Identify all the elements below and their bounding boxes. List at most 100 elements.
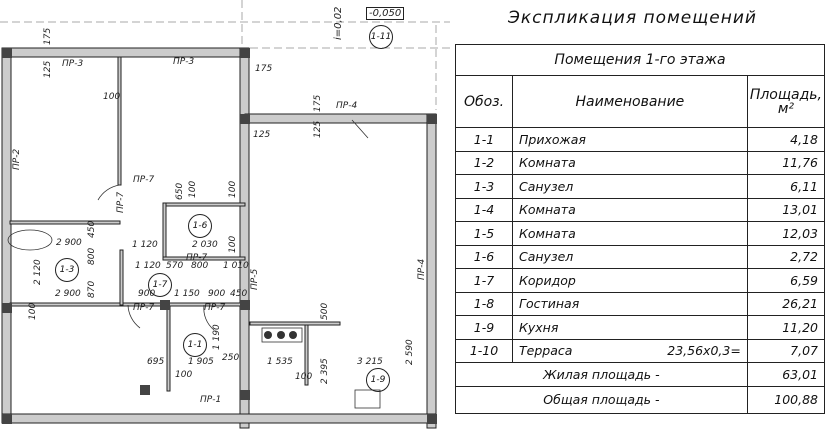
dimension: 2 030 xyxy=(192,240,218,250)
door-mark: ПР-4 xyxy=(417,258,427,280)
room-tag: 1-1 xyxy=(183,333,207,357)
dimension: 870 xyxy=(87,280,97,298)
living-area-value: 63,01 xyxy=(746,362,826,387)
room-code: 1-2 xyxy=(455,150,513,175)
room-name-cell: Санузел xyxy=(512,244,748,269)
door-mark: ПР-3 xyxy=(173,57,195,67)
door-mark: ПР-7 xyxy=(186,253,208,263)
dimension: 695 xyxy=(147,357,165,367)
table-section-title: Помещения 1-го этажа xyxy=(455,44,825,76)
room-code: 1-9 xyxy=(455,315,513,340)
door-mark: ПР-3 xyxy=(62,59,84,69)
room-tag: 1-9 xyxy=(366,368,390,392)
table-row: 1-4 Комната 13,01 xyxy=(455,197,826,222)
header-code: Обоз. xyxy=(455,75,513,128)
door-mark: ПР-7 xyxy=(204,303,226,313)
explication-heading: Экспликация помещений xyxy=(508,8,757,28)
room-name-cell: Коридор xyxy=(512,268,748,293)
room-name: Комната xyxy=(519,202,576,218)
dimension: 100 xyxy=(103,92,121,102)
door-mark: ПР-7 xyxy=(133,303,155,313)
dimension: 2 900 xyxy=(55,289,81,299)
dimension: 3 215 xyxy=(357,357,383,367)
dimension: 2 590 xyxy=(405,339,415,365)
header-area-unit: м² xyxy=(777,100,794,117)
dimension: 1 905 xyxy=(188,357,214,367)
room-name: Комната xyxy=(519,225,576,241)
floor-plan xyxy=(0,0,450,429)
room-area: 2,72 xyxy=(746,244,826,269)
room-code: 1-3 xyxy=(455,174,513,199)
dimension: 175 xyxy=(313,94,323,112)
room-tag: 1-3 xyxy=(55,258,79,282)
room-explication-table: Помещения 1-го этажа Обоз. Наименование … xyxy=(455,44,826,414)
room-area: 12,03 xyxy=(746,221,826,246)
room-area: 4,18 xyxy=(746,127,826,152)
dimension: 900 xyxy=(208,289,226,299)
room-code: 1-10 xyxy=(455,338,513,363)
room-code: 1-7 xyxy=(455,268,513,293)
room-name: Кухня xyxy=(519,319,559,335)
slope-mark: i=0,02 xyxy=(333,6,344,40)
dimension: 450 xyxy=(230,289,248,299)
dimension: 175 xyxy=(43,27,53,45)
room-name: Комната xyxy=(519,155,576,171)
room-code: 1-8 xyxy=(455,291,513,316)
room-area: 11,76 xyxy=(746,150,826,175)
room-area: 26,21 xyxy=(746,291,826,316)
room-tag: 1-7 xyxy=(148,273,172,297)
room-name: Санузел xyxy=(519,249,574,265)
dimension: 125 xyxy=(313,120,323,138)
room-name: Терраса xyxy=(519,343,573,359)
table-row: 1-3 Санузел 6,11 xyxy=(455,174,826,199)
dimension: 1 535 xyxy=(267,357,293,367)
door-mark: ПР-1 xyxy=(200,395,222,405)
dimension: 450 xyxy=(87,220,97,238)
table-row: 1-2 Комната 11,76 xyxy=(455,150,826,175)
dimension: 1 190 xyxy=(212,324,222,350)
room-name-cell: Терраса 23,56x0,3= xyxy=(512,338,748,363)
dimension: 100 xyxy=(188,180,198,198)
dimension: 800 xyxy=(191,261,209,271)
living-area-label: Жилая площадь - xyxy=(455,362,748,387)
room-code: 1-5 xyxy=(455,221,513,246)
door-mark: ПР-4 xyxy=(336,101,358,111)
level-mark: -0,050 xyxy=(366,7,405,20)
room-name-cell: Гостиная xyxy=(512,291,748,316)
table-row: 1-6 Санузел 2,72 xyxy=(455,244,826,269)
dimension: 125 xyxy=(253,130,271,140)
dimension: 650 xyxy=(175,182,185,200)
room-area: 6,11 xyxy=(746,174,826,199)
dimension: 175 xyxy=(255,64,273,74)
dimension: 900 xyxy=(138,289,156,299)
total-area-value: 100,88 xyxy=(746,385,826,414)
table-row: 1-10 Терраса 23,56x0,3= 7,07 xyxy=(455,338,826,363)
room-name: Прихожая xyxy=(519,131,586,147)
room-name: Санузел xyxy=(519,178,574,194)
total-area-label: Общая площадь - xyxy=(455,385,748,414)
room-name-cell: Санузел xyxy=(512,174,748,199)
dimension: 500 xyxy=(320,302,330,320)
table-row: 1-8 Гостиная 26,21 xyxy=(455,291,826,316)
area-formula: 23,56x0,3= xyxy=(667,343,741,359)
room-area: 11,20 xyxy=(746,315,826,340)
dimension: 570 xyxy=(166,261,184,271)
table-row: 1-9 Кухня 11,20 xyxy=(455,315,826,340)
room-code: 1-6 xyxy=(455,244,513,269)
room-name: Гостиная xyxy=(519,296,580,312)
dimension: 1 150 xyxy=(174,289,200,299)
dimension: 2 395 xyxy=(320,358,330,384)
header-name: Наименование xyxy=(512,75,748,128)
room-name-cell: Прихожая xyxy=(512,127,748,152)
dimension: 125 xyxy=(43,60,53,78)
dimension: 100 xyxy=(295,372,313,382)
dimension: 2 900 xyxy=(56,238,82,248)
door-mark: ПР-5 xyxy=(250,268,260,290)
room-name: Коридор xyxy=(519,272,576,288)
room-tag: 1-6 xyxy=(188,214,212,238)
dimension: 100 xyxy=(228,235,238,253)
room-area: 7,07 xyxy=(746,338,826,363)
room-name-cell: Кухня xyxy=(512,315,748,340)
door-mark: ПР-2 xyxy=(12,148,22,170)
dimension: 1 120 xyxy=(135,261,161,271)
